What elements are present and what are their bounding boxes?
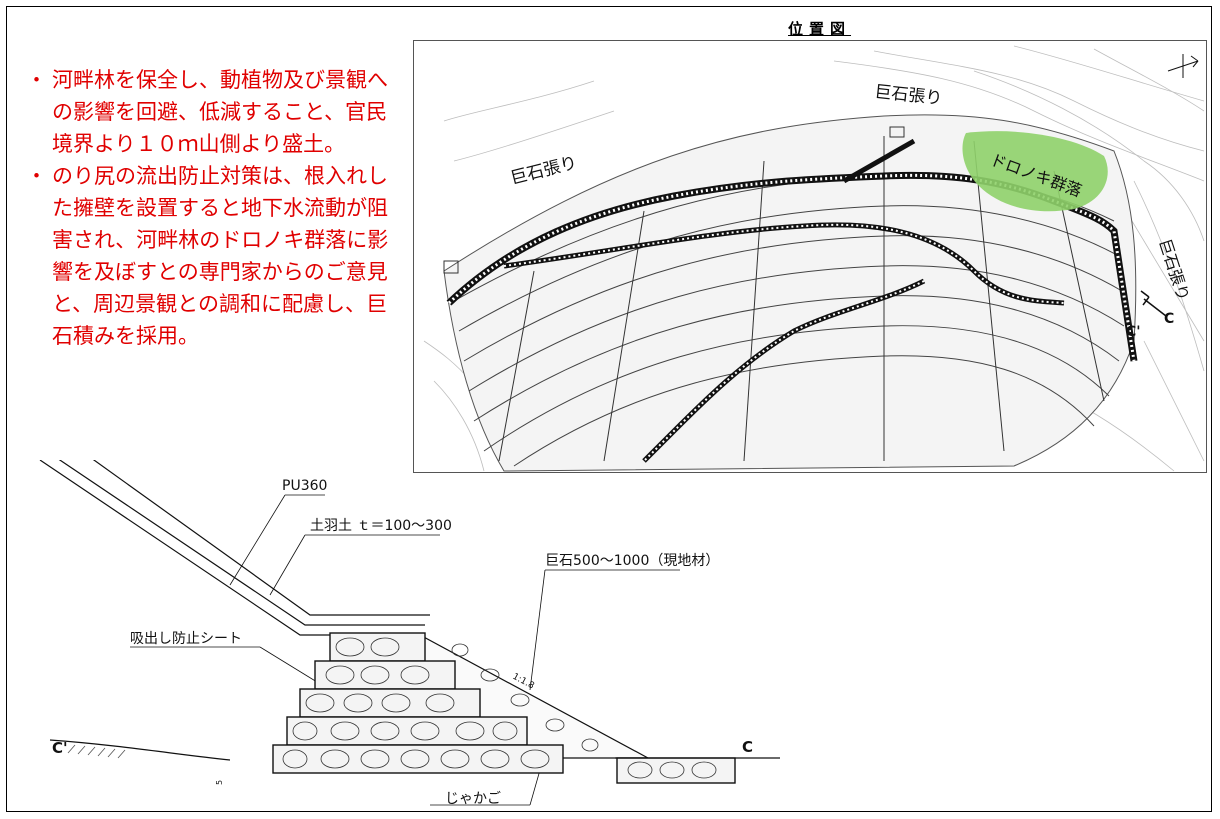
- boulder-texture: [282, 637, 717, 779]
- ground-lines: [49, 739, 780, 761]
- boulder-lining-label: 巨石張り: [873, 82, 943, 109]
- boulder-lining-label: 巨石張り: [508, 153, 579, 189]
- north-arrow-icon: [1167, 54, 1199, 78]
- location-map: ドロノキ群落 巨石張り 巨石張り 巨石張り C C': [413, 40, 1207, 473]
- note-item: のり尻の流出防止対策は、根入れした擁壁を設置すると地下水流動が阻害され、河畔林の…: [26, 160, 396, 352]
- slope-lines: [39, 460, 430, 636]
- gabion-label: じゃかご: [445, 791, 501, 807]
- radial-lines: [498, 136, 1105, 462]
- mid-lining-band: [503, 222, 1065, 306]
- structure-marker: [889, 126, 905, 138]
- top-lining-band: [842, 138, 916, 184]
- cross-section: PU360 土羽土 ｔ＝100～300 巨石500～1000（現地材） 吸出し防…: [0, 460, 800, 815]
- section-c-prime-label: C': [52, 739, 68, 757]
- leader-lines: [130, 494, 680, 806]
- lower-lining-hatch: [643, 280, 925, 462]
- figure-frame: [6, 6, 1212, 812]
- note-item: 河畔林を保全し、動植物及び景観への影響を回避、低減すること、官民境界より１０ｍ山…: [26, 64, 396, 160]
- location-map-title: 位置図: [788, 20, 852, 38]
- poplar-grove-area: [962, 131, 1108, 212]
- boulder-material-label: 巨石500～1000（現地材）: [545, 553, 719, 569]
- section-cut-line: [1143, 298, 1167, 317]
- structure-marker: [443, 260, 459, 274]
- cross-section-drawing: PU360 土羽土 ｔ＝100～300 巨石500～1000（現地材） 吸出し防…: [39, 460, 780, 807]
- section-arrow: [1140, 290, 1150, 306]
- anti-washout-sheet-label: 吸出し防止シート: [130, 631, 242, 647]
- section-c-prime-label: C': [1126, 324, 1141, 340]
- ground-hatch: [67, 744, 126, 759]
- section-c-label: C: [1164, 311, 1174, 327]
- section-c-label: C: [742, 738, 753, 756]
- topsoil-label: 土羽土 ｔ＝100～300: [310, 518, 452, 534]
- notes-list: 河畔林を保全し、動植物及び景観への影響を回避、低減すること、官民境界より１０ｍ山…: [26, 64, 396, 352]
- pipe-label: PU360: [282, 478, 327, 494]
- section-mark: 5: [215, 780, 224, 785]
- location-map-drawing: ドロノキ群落 巨石張り 巨石張り 巨石張り C C': [423, 45, 1205, 472]
